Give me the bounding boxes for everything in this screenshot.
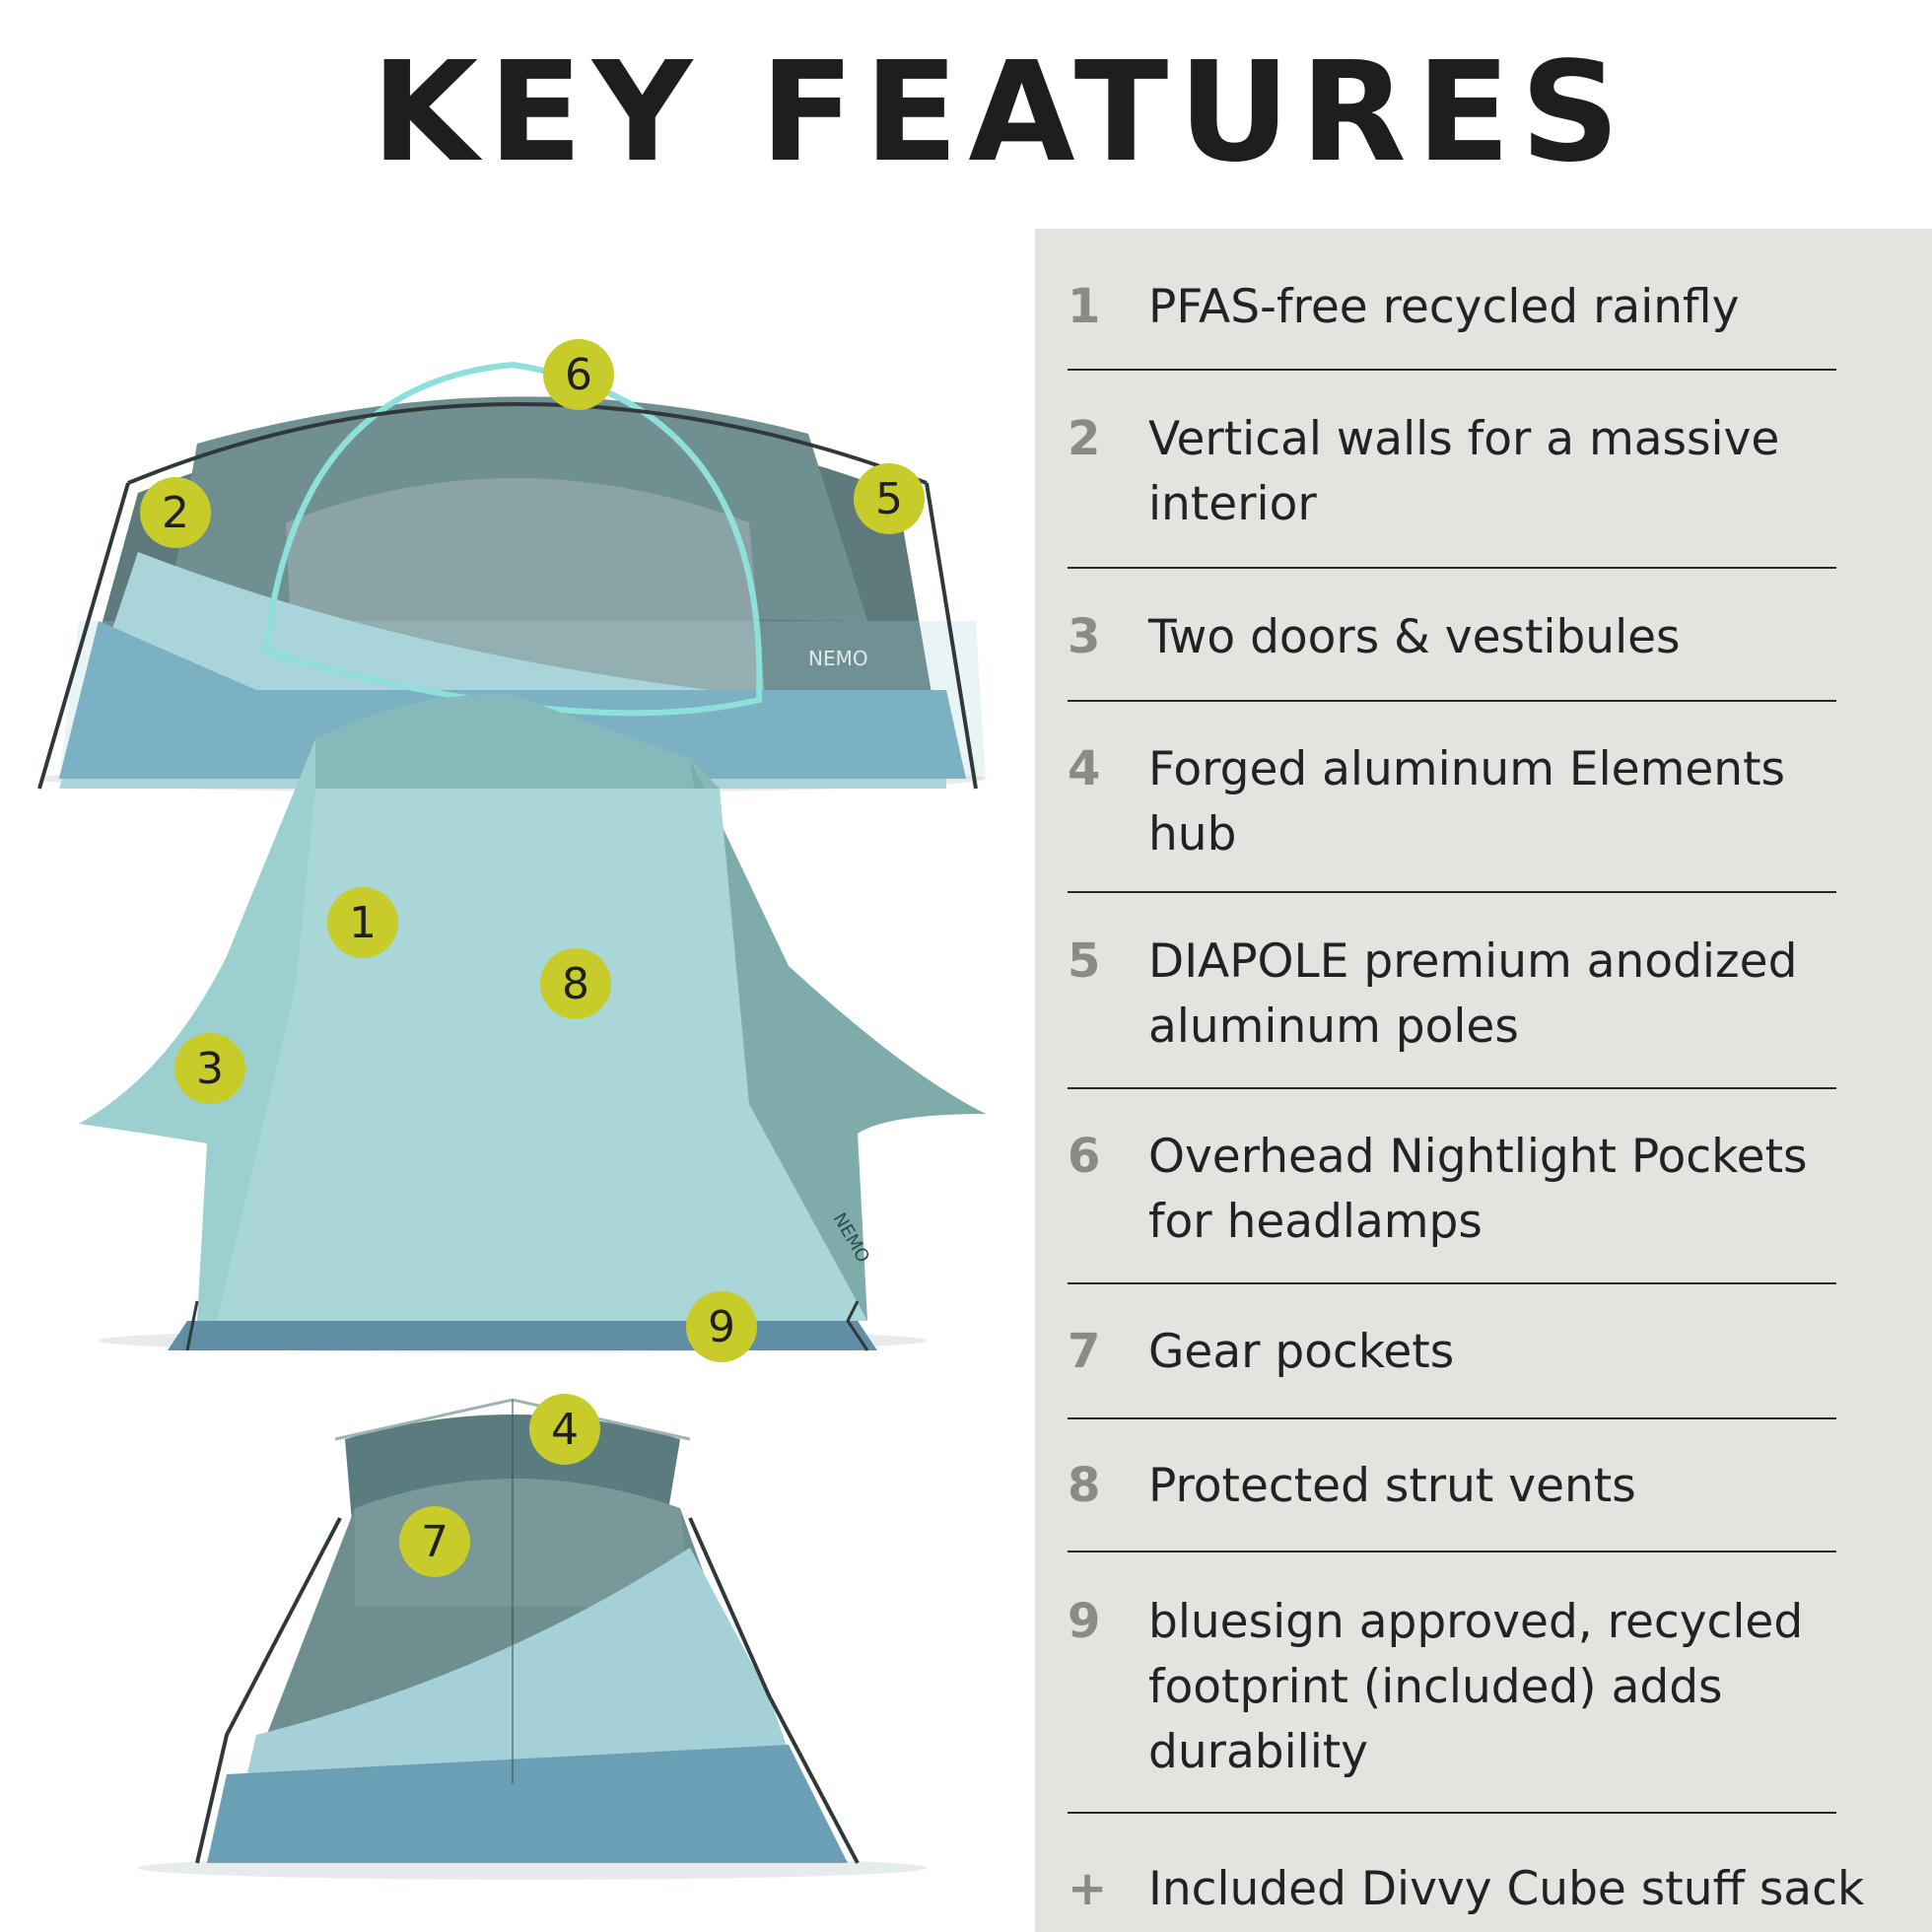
callout-5-badge <box>854 463 925 534</box>
feature-text: DIAPOLE premium anodized aluminum poles <box>1148 934 1798 1054</box>
feature-number: 3 <box>1068 609 1101 664</box>
callout-3: 3 <box>174 1033 245 1104</box>
feature-number: + <box>1068 1861 1108 1916</box>
tent-c-floor <box>207 1745 848 1863</box>
callout-8-label: 8 <box>562 959 589 1009</box>
feature-item-9: 9 bluesign approved, recycled footprint … <box>1068 1590 1836 1814</box>
callout-7-label: 7 <box>421 1517 448 1567</box>
callout-4: 4 <box>529 1394 600 1465</box>
feature-number: 4 <box>1068 741 1101 796</box>
tent-a-pole-left <box>37 482 130 790</box>
feature-number: 7 <box>1068 1324 1101 1379</box>
tent-c-pole-right <box>688 1517 860 1864</box>
callout-6: 6 <box>543 339 614 410</box>
tent-illustration-svg: NEMO NEMO <box>37 339 986 1880</box>
tent-a-pole <box>127 402 928 485</box>
feature-number: 9 <box>1068 1594 1101 1649</box>
callout-4-badge <box>529 1394 600 1465</box>
tent-b-fly-top <box>315 694 720 789</box>
feature-number: 6 <box>1068 1129 1101 1184</box>
tent-b-stake-left <box>185 1300 199 1351</box>
tent-illustrations: NEMO NEMO <box>0 325 1035 1932</box>
tent-interior-view: NEMO <box>37 361 986 793</box>
feature-text: Two doors & vestibules <box>1148 610 1681 664</box>
feature-text: Protected strut vents <box>1148 1459 1636 1513</box>
callout-9: 9 <box>686 1291 757 1362</box>
tent-b-footprint <box>168 1321 877 1350</box>
callout-4-label: 4 <box>551 1405 579 1455</box>
feature-text: PFAS-free recycled rainfly <box>1148 280 1740 334</box>
feature-item-plus: + Included Divvy Cube stuff sack <box>1068 1857 1864 1926</box>
feature-item-5: 5 DIAPOLE premium anodized aluminum pole… <box>1068 930 1836 1089</box>
feature-number: 1 <box>1068 279 1101 334</box>
callout-7-badge <box>399 1506 470 1577</box>
callout-2-label: 2 <box>162 488 189 538</box>
feature-number: 5 <box>1068 933 1101 989</box>
tent-door-view <box>138 1398 927 1880</box>
callout-5: 5 <box>854 463 925 534</box>
callout-2: 2 <box>140 477 211 548</box>
tent-rainfly-view: NEMO <box>79 694 986 1352</box>
callout-9-label: 9 <box>708 1302 735 1352</box>
feature-text: bluesign approved, recycled footprint (i… <box>1148 1595 1804 1779</box>
feature-list-panel: 1 PFAS-free recycled rainfly 2 Vertical … <box>1035 229 1932 1932</box>
feature-text: Vertical walls for a massive interior <box>1148 412 1780 531</box>
callout-3-badge <box>174 1033 245 1104</box>
feature-text: Included Divvy Cube stuff sack <box>1148 1862 1865 1916</box>
feature-number: 2 <box>1068 411 1101 466</box>
feature-number: 8 <box>1068 1458 1101 1513</box>
feature-item-1: 1 PFAS-free recycled rainfly <box>1068 275 1836 371</box>
feature-item-7: 7 Gear pockets <box>1068 1320 1836 1419</box>
feature-item-4: 4 Forged aluminum Elements hub <box>1068 737 1836 893</box>
callout-1: 1 <box>327 887 398 958</box>
callout-5-label: 5 <box>875 474 903 524</box>
callout-1-label: 1 <box>349 898 377 948</box>
callout-6-badge <box>543 339 614 410</box>
feature-item-3: 3 Two doors & vestibules <box>1068 605 1836 702</box>
callout-1-badge <box>327 887 398 958</box>
feature-item-8: 8 Protected strut vents <box>1068 1454 1836 1552</box>
callout-6-label: 6 <box>565 350 592 400</box>
callout-2-badge <box>140 477 211 548</box>
feature-text: Overhead Nightlight Pockets for headlamp… <box>1148 1130 1808 1249</box>
feature-text: Gear pockets <box>1148 1325 1455 1379</box>
callout-7: 7 <box>399 1506 470 1577</box>
feature-item-6: 6 Overhead Nightlight Pockets for headla… <box>1068 1125 1836 1284</box>
feature-item-2: 2 Vertical walls for a massive interior <box>1068 407 1836 569</box>
callout-9-badge <box>686 1291 757 1362</box>
callout-8: 8 <box>540 948 611 1019</box>
page-title: KEY FEATURES <box>371 33 1630 193</box>
nemo-logo-a: NEMO <box>808 647 868 670</box>
tent-b-stake-right <box>846 1300 869 1351</box>
feature-text: Forged aluminum Elements hub <box>1148 742 1785 862</box>
callout-8-badge <box>540 948 611 1019</box>
tent-a-pole-right <box>925 482 978 790</box>
callout-3-label: 3 <box>196 1044 224 1094</box>
tent-c-pole-left <box>195 1517 342 1864</box>
